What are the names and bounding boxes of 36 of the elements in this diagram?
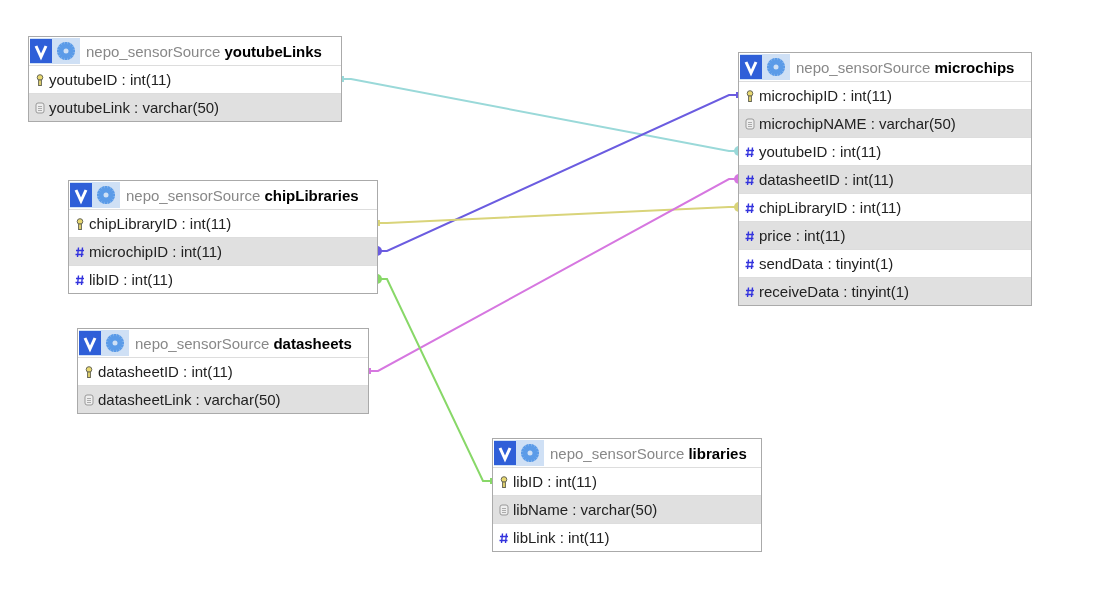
table-title: nepo_sensorSource chipLibraries <box>126 186 359 204</box>
table-row <box>739 109 1031 137</box>
table-title: nepo_sensorSource microchips <box>796 58 1015 76</box>
table-row <box>69 237 377 265</box>
field-text: chipLibraryID : int(11) <box>759 199 902 216</box>
field-text: microchipNAME : varchar(50) <box>759 115 956 132</box>
field-text: youtubeID : int(11) <box>759 143 882 160</box>
table-row <box>739 277 1031 305</box>
table-row <box>78 385 368 413</box>
field-text: receiveData : tinyint(1) <box>759 283 910 300</box>
field-text: microchipID : int(11) <box>759 87 893 104</box>
field-text: microchipID : int(11) <box>89 243 223 260</box>
field-text: libID : int(11) <box>89 271 173 288</box>
table-card <box>492 438 762 552</box>
field-text: datasheetID : int(11) <box>759 171 894 188</box>
field-text: libLink : int(11) <box>513 529 610 546</box>
field-text: chipLibraryID : int(11) <box>89 215 232 232</box>
table-title: nepo_sensorSource datasheets <box>135 334 352 352</box>
table-row <box>29 93 341 121</box>
field-text: youtubeLink : varchar(50) <box>49 99 220 116</box>
table-row <box>739 221 1031 249</box>
field-text: youtubeID : int(11) <box>49 71 172 88</box>
field-text: libID : int(11) <box>513 473 597 490</box>
field-text: libName : varchar(50) <box>513 501 658 518</box>
field-text: price : int(11) <box>759 227 846 244</box>
field-text: datasheetLink : varchar(50) <box>98 391 281 408</box>
table-card <box>28 36 342 122</box>
table-card <box>738 52 1032 306</box>
field-text: datasheetID : int(11) <box>98 363 233 380</box>
table-row <box>493 495 761 523</box>
table-title: nepo_sensorSource libraries <box>550 444 747 462</box>
table-title: nepo_sensorSource youtubeLinks <box>86 42 322 60</box>
table-card <box>68 180 378 294</box>
field-text: sendData : tinyint(1) <box>759 255 894 272</box>
table-card <box>77 328 369 414</box>
table-row <box>739 165 1031 193</box>
